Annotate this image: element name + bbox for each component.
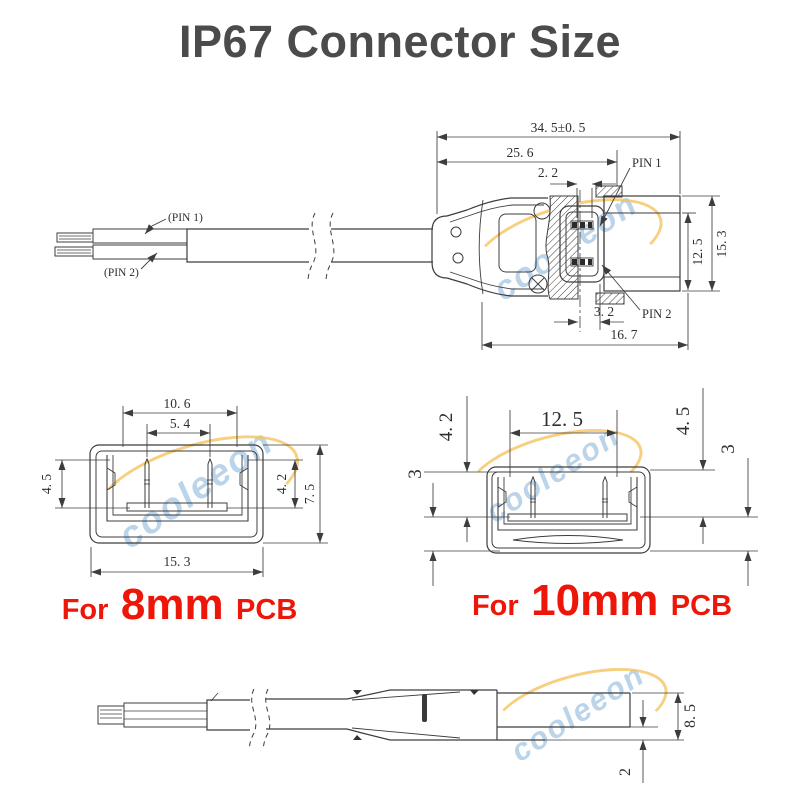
caption-prefix: For	[61, 594, 109, 626]
front-view-10mm-drawing: 12. 5 4. 2 3 4. 5 3	[405, 388, 758, 586]
dim-left-height-8mm: 4. 5	[39, 474, 54, 495]
caption-10mm-pcb: For 10mm PCB	[452, 576, 752, 626]
caption-suffix: PCB	[236, 594, 298, 626]
dim-total-height-8mm: 7. 5	[302, 484, 317, 505]
dim-pin-offset: 3. 2	[594, 304, 614, 319]
dim-opening-width-8mm: 10. 6	[164, 396, 191, 411]
dim-body-length: 25. 6	[507, 145, 534, 160]
dim-right-skirt-10mm: 3	[718, 444, 739, 454]
dim-pin-pitch-8mm: 5. 4	[170, 416, 191, 431]
page-title: IP67 Connector Size	[178, 16, 622, 67]
caption-suffix: PCB	[670, 590, 733, 622]
side-view-drawing: 34. 5±0. 5 25. 6 2. 2 PIN 1 PIN 2 12. 5 …	[54, 120, 729, 350]
label-pin1: PIN 1	[632, 156, 662, 170]
caption-size: 10mm	[531, 576, 659, 625]
caption-size: 8mm	[120, 580, 224, 629]
dim-pin-gap: 2. 2	[538, 165, 558, 180]
dim-left-skirt-10mm: 3	[405, 469, 426, 479]
caption-prefix: For	[471, 590, 519, 622]
dim-left-height-10mm: 4. 2	[436, 413, 457, 442]
label-wire-pin2: (PIN 2)	[104, 267, 139, 279]
dim-right-height-10mm: 4. 5	[673, 407, 694, 436]
bottom-view-drawing: 8. 5 2	[97, 688, 699, 783]
dim-total-width-8mm: 15. 3	[164, 554, 191, 569]
dim-inner-height: 12. 5	[690, 238, 705, 265]
dim-plug-length: 16. 7	[611, 327, 638, 342]
dim-outer-height: 15. 3	[714, 230, 729, 257]
dim-plug-lip: 2	[617, 768, 634, 776]
dim-plug-height: 8. 5	[682, 704, 699, 728]
dim-opening-width-10mm: 12. 5	[541, 407, 583, 431]
dim-cavity-height-8mm: 4. 2	[274, 474, 289, 494]
caption-8mm-pcb: For 8mm PCB	[52, 580, 307, 630]
dim-overall-length: 34. 5±0. 5	[531, 120, 586, 135]
label-pin2: PIN 2	[642, 307, 672, 321]
front-view-8mm-drawing: 10. 6 5. 4 4. 5 4. 2 7. 5 15. 3	[39, 396, 328, 577]
label-wire-pin1: (PIN 1)	[168, 212, 203, 224]
